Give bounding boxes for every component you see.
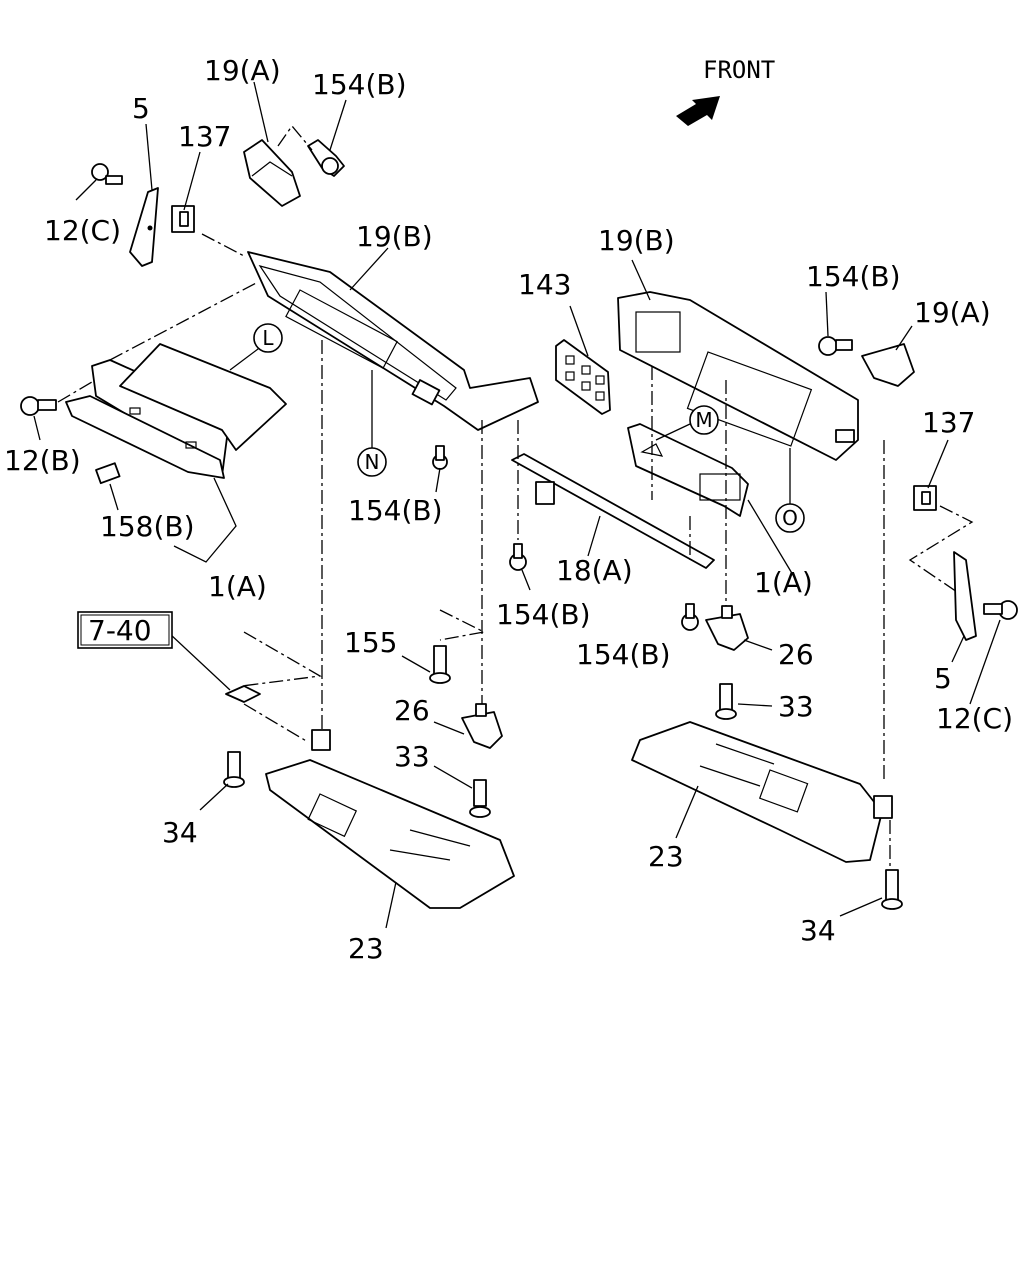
label-12c-left: 12(C) [44,214,121,247]
circle-marker-o: O [775,448,805,533]
clip-5-left [129,187,159,267]
dash-panel-19b-left [247,251,539,431]
label-5-right: 5 [934,662,952,695]
circle-marker-m: M [655,405,719,441]
label-23-left: 23 [348,932,384,965]
label-26-left: 26 [394,694,430,727]
clip-137-right [913,485,937,511]
screw-154b-right-low [681,603,699,631]
label-5-left: 5 [132,92,150,125]
panel-1a-right [627,423,749,517]
dash-panel-19b-right [617,291,859,461]
svg-text:L: L [262,326,274,350]
bracket-19a-left [243,139,301,207]
screw-154b-mid-left [432,445,448,470]
label-154b-right-low: 154(B) [576,638,671,671]
label-18a: 18(A) [556,554,633,587]
screw-12b [20,396,57,416]
svg-text:O: O [782,506,798,530]
label-19b-right: 19(B) [598,224,675,257]
label-158b: 158(B) [100,510,195,543]
label-33-left: 33 [394,740,430,773]
svg-text:M: M [695,408,712,432]
circle-marker-l: L [253,323,283,353]
label-19b-left: 19(B) [356,220,433,253]
label-1a-right: 1(A) [754,566,813,599]
label-19a-left: 19(A) [204,54,281,87]
glove-box-1a-left [65,343,287,479]
reference-box-7-40[interactable]: 7-40 [77,611,173,649]
label-1a-left: 1(A) [208,570,267,603]
rail-18a [511,453,715,569]
label-12b: 12(B) [4,444,81,477]
plate-7-40 [225,685,261,703]
screw-12c-left [91,163,123,185]
bracket-19a-right [861,343,915,387]
label-23-right: 23 [648,840,684,873]
label-154b-top-right: 154(B) [806,260,901,293]
part-158b [95,462,121,485]
clip-5-right [953,551,977,641]
label-154b-top-left: 154(B) [312,68,407,101]
screw-12c-right [983,600,1018,620]
sun-visor-23-left [265,729,515,909]
svg-text:N: N [365,450,380,474]
screw-33-left [469,779,491,818]
label-19a-right: 19(A) [914,296,991,329]
sun-visor-23-right [631,721,893,863]
label-12c-right: 12(C) [936,702,1013,735]
grille-143 [555,339,611,415]
label-26-right: 26 [778,638,814,671]
label-34-left: 34 [162,816,198,849]
circle-marker-n: N [357,447,387,477]
bulb-155 [429,645,451,684]
label-34-right: 34 [800,914,836,947]
hinge-26-left [461,703,503,749]
front-arrow-icon [676,96,720,126]
front-indicator: FRONT [676,56,775,126]
bolt-154b-top-right [818,336,853,356]
screw-34-left [223,751,245,788]
screw-34-right [881,869,903,910]
screw-154b-18a [509,543,527,571]
label-155: 155 [344,626,397,659]
clip-137-left [171,205,195,233]
hinge-26-right [705,605,749,651]
label-143: 143 [518,268,571,301]
front-label: FRONT [703,56,775,84]
label-33-right: 33 [778,690,814,723]
bolt-154b-top-left [307,139,345,177]
screw-33-right [715,683,737,720]
label-154b-mid-left: 154(B) [348,494,443,527]
label-137-right: 137 [922,406,975,439]
label-154b-18a: 154(B) [496,598,591,631]
label-137-left: 137 [178,120,231,153]
reference-box-label: 7-40 [88,614,152,647]
callout-labels: 19(A) 154(B) 5 137 12(C) 19(B) 12(B) 158… [4,54,1013,965]
